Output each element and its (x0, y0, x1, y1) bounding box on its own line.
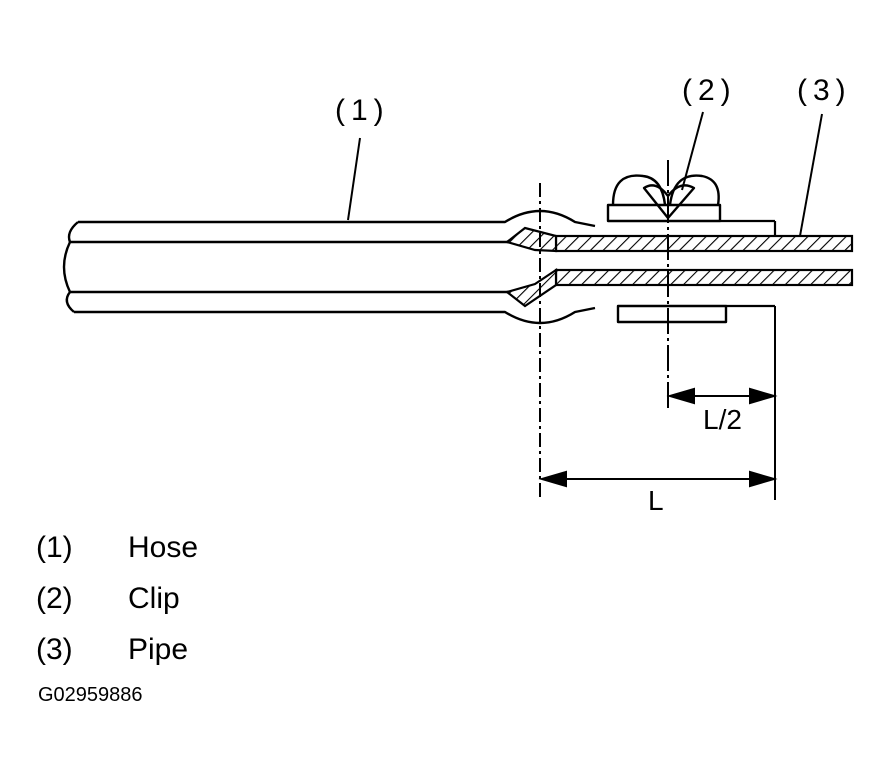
legend-number: (1) (36, 530, 73, 564)
legend: (1) Hose (2) Clip (3) Pipe (36, 522, 198, 675)
figure-code: G02959886 (38, 684, 143, 706)
dimension-label-length: L (648, 485, 664, 516)
clip (606, 174, 728, 324)
callout-hose: (1) (335, 94, 390, 127)
legend-item-hose: (1) Hose (36, 522, 198, 573)
legend-item-pipe: (3) Pipe (36, 624, 198, 675)
legend-number: (3) (36, 632, 73, 666)
dimension-l-half (666, 387, 778, 405)
legend-number: (2) (36, 581, 73, 615)
hose-clip-pipe-diagram (62, 111, 854, 500)
legend-label: Hose (128, 530, 199, 564)
legend-item-clip: (2) Clip (36, 573, 198, 624)
dimension-label-half-length: L/2 (703, 404, 742, 435)
legend-label: Clip (128, 581, 180, 615)
callout-pipe: (3) (797, 74, 852, 107)
dimension-l (538, 470, 778, 488)
hose (62, 209, 596, 325)
legend-label: Pipe (128, 632, 189, 666)
pipe (504, 219, 854, 308)
callout-clip: (2) (682, 74, 737, 107)
